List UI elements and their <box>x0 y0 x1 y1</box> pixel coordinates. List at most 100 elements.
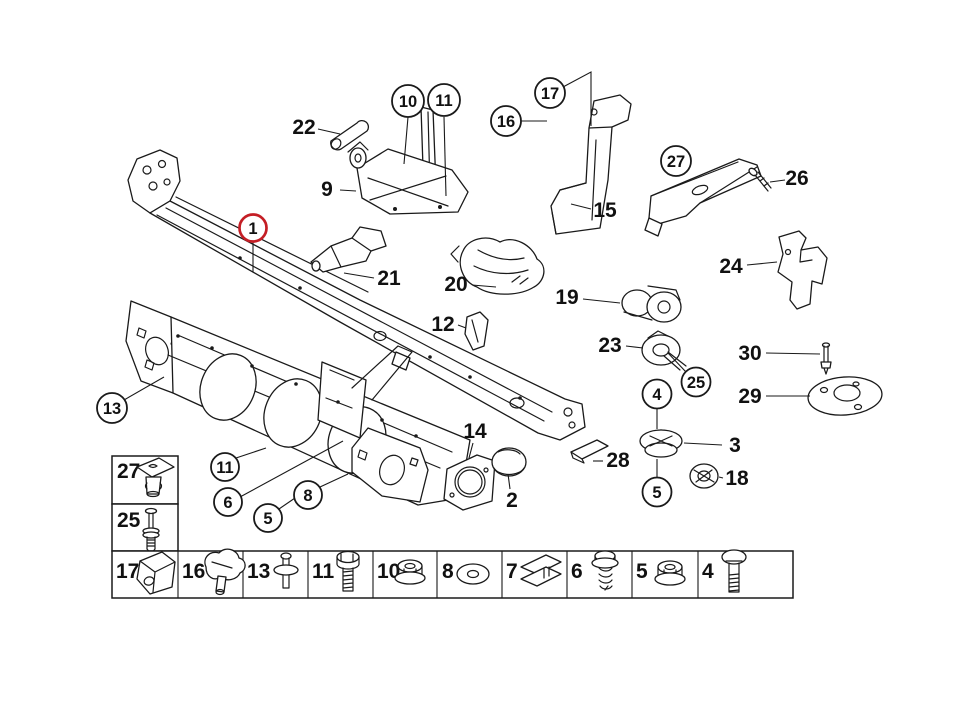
hex-screw-washer-icon <box>591 550 619 591</box>
legend-cell-4: 4 <box>702 549 747 593</box>
legend-box-27-label: 27 <box>117 460 140 483</box>
label-21[interactable]: 21 <box>377 267 401 290</box>
label-26[interactable]: 26 <box>785 167 808 190</box>
callout-11-panel-label: 11 <box>216 459 233 477</box>
part-24-bracket-drawing <box>777 230 828 310</box>
callout-8[interactable]: 8 <box>293 480 323 510</box>
leader-lines <box>123 71 821 510</box>
callout-6-label: 6 <box>223 494 232 512</box>
callout-5-panel-label: 5 <box>263 510 272 528</box>
legend-cell-11: 11 <box>312 550 360 592</box>
part-30-pin-drawing <box>820 342 832 375</box>
callout-16-label: 16 <box>497 113 515 131</box>
callout-11-top-label: 11 <box>435 92 452 110</box>
hex-flange-screw-icon <box>336 550 360 592</box>
legend-strip: 17 16 13 11 <box>111 548 794 599</box>
callout-1-highlighted[interactable]: 1 <box>238 213 268 243</box>
label-22[interactable]: 22 <box>292 116 315 139</box>
speed-clip-icon <box>520 554 562 587</box>
plastic-expanding-clip-icon <box>136 457 175 498</box>
label-12[interactable]: 12 <box>431 313 454 336</box>
label-30[interactable]: 30 <box>738 342 761 365</box>
callout-5-mount[interactable]: 5 <box>641 476 673 508</box>
part-22-tube-drawing <box>330 119 370 151</box>
label-23[interactable]: 23 <box>598 334 621 357</box>
legend-side-boxes: 27 25 <box>111 455 179 555</box>
callout-25[interactable]: 25 <box>680 366 712 398</box>
callout-5-panel[interactable]: 5 <box>253 503 283 533</box>
label-18[interactable]: 18 <box>725 467 749 490</box>
legend-cell-17: 17 <box>116 551 176 595</box>
legend-cell-6: 6 <box>571 550 619 591</box>
rivet-dots <box>176 256 522 438</box>
circled-callouts: 10 11 17 16 27 1 13 11 <box>96 77 712 533</box>
clamp-bracket-icon <box>136 551 176 595</box>
label-15[interactable]: 15 <box>593 199 617 222</box>
label-24[interactable]: 24 <box>719 255 743 278</box>
part-28-wedge-drawing <box>570 439 609 464</box>
legend-11-label: 11 <box>312 560 335 583</box>
callout-16[interactable]: 16 <box>490 105 522 137</box>
callout-6[interactable]: 6 <box>213 487 243 517</box>
legend-7-label: 7 <box>506 560 518 583</box>
part-3-mount-drawing <box>639 429 683 458</box>
label-20[interactable]: 20 <box>444 273 467 296</box>
plastic-nut-icon <box>204 548 246 596</box>
part-14-gasket-drawing <box>443 454 496 511</box>
legend-cell-5: 5 <box>636 560 686 586</box>
label-29[interactable]: 29 <box>738 385 761 408</box>
label-14[interactable]: 14 <box>463 420 487 443</box>
legend-box-25: 25 <box>111 503 179 555</box>
callout-11-panel[interactable]: 11 <box>210 452 240 482</box>
expansion-rivet-icon <box>142 507 160 555</box>
label-2[interactable]: 2 <box>506 489 518 512</box>
part-15-pillar-drawing <box>550 94 632 235</box>
legend-cell-16: 16 <box>182 548 246 596</box>
callout-17-label: 17 <box>541 85 559 103</box>
part-29-plate-drawing <box>807 376 883 416</box>
callout-27[interactable]: 27 <box>660 145 692 177</box>
legend-cell-8: 8 <box>442 560 490 585</box>
part-1-support-beam-drawing <box>127 149 586 441</box>
push-rivet-icon <box>273 552 299 589</box>
legend-5-label: 5 <box>636 560 648 583</box>
legend-cell-10: 10 <box>377 559 426 585</box>
legend-16-label: 16 <box>182 560 205 583</box>
callout-10[interactable]: 10 <box>391 84 425 118</box>
legend-cell-7: 7 <box>506 554 562 587</box>
callout-27-label: 27 <box>667 153 685 171</box>
label-3[interactable]: 3 <box>729 434 741 457</box>
flange-nut-icon-2 <box>654 560 686 586</box>
callout-17[interactable]: 17 <box>534 77 566 109</box>
callout-25-label: 25 <box>687 374 705 392</box>
flange-nut-icon <box>394 559 426 585</box>
legend-cell-13: 13 <box>247 552 299 589</box>
callout-10-label: 10 <box>399 93 417 111</box>
legend-box-25-label: 25 <box>117 509 141 532</box>
part-19-mount-drawing <box>621 285 682 323</box>
part-12-bracket-drawing <box>464 311 489 351</box>
legend-17-label: 17 <box>116 560 139 583</box>
callout-11-top[interactable]: 11 <box>427 83 461 117</box>
callout-1-label: 1 <box>248 220 257 238</box>
part-9-bracket-drawing <box>347 106 469 215</box>
legend-4-label: 4 <box>702 560 714 583</box>
callout-13-label: 13 <box>103 400 121 418</box>
part-artwork <box>125 94 883 511</box>
part-23-mount-drawing <box>641 330 687 371</box>
label-9[interactable]: 9 <box>321 178 333 201</box>
callout-4-label: 4 <box>652 386 662 404</box>
callout-8-label: 8 <box>303 487 312 505</box>
part-27-channel-drawing <box>644 158 772 237</box>
legend-box-27: 27 <box>111 455 179 505</box>
label-19[interactable]: 19 <box>555 286 578 309</box>
long-bolt-icon <box>721 549 747 593</box>
part-2-bushing-drawing <box>491 447 527 477</box>
label-28[interactable]: 28 <box>606 449 630 472</box>
callout-4[interactable]: 4 <box>641 378 673 410</box>
front-panel-drawing <box>125 300 471 506</box>
callout-13[interactable]: 13 <box>96 392 128 424</box>
plain-callouts: 22 9 15 26 24 21 20 19 12 23 30 29 3 28 … <box>292 116 808 512</box>
